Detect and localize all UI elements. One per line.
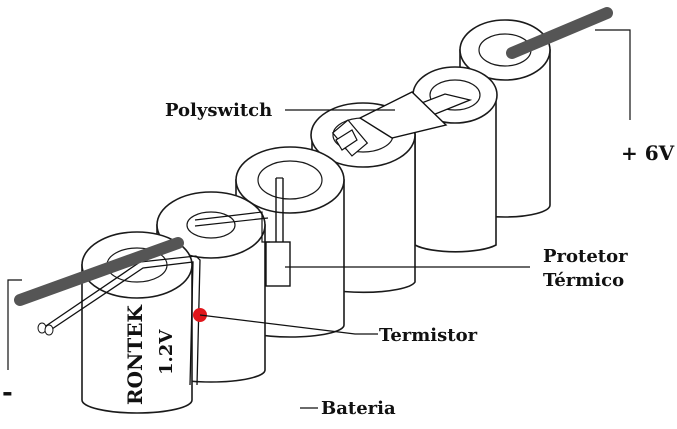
cell-voltage: 1.2V bbox=[156, 329, 177, 375]
negative-terminal-label: - bbox=[2, 378, 13, 408]
polyswitch-label: Polyswitch bbox=[165, 100, 272, 121]
twin-leads bbox=[37, 255, 201, 386]
thermal-protector-label-line1: Protetor bbox=[543, 246, 628, 267]
negative-wire bbox=[14, 237, 184, 306]
thermistor-leader bbox=[199, 314, 378, 335]
thermistor-label: Termistor bbox=[379, 325, 478, 346]
cell-brand: RONTEK bbox=[123, 305, 147, 405]
negative-leader bbox=[7, 279, 22, 370]
thermal-protector bbox=[265, 241, 291, 287]
positive-leader bbox=[595, 29, 631, 120]
cell-5 bbox=[412, 66, 498, 253]
thermal-protector-label-line2: Térmico bbox=[543, 270, 624, 291]
positive-terminal-label: + 6V bbox=[621, 141, 675, 165]
thermal-protector-leads bbox=[275, 177, 284, 248]
cell-1 bbox=[81, 231, 193, 414]
battery-label: Bateria bbox=[321, 398, 396, 419]
polyswitch-device bbox=[335, 91, 473, 151]
positive-wire bbox=[506, 7, 613, 59]
